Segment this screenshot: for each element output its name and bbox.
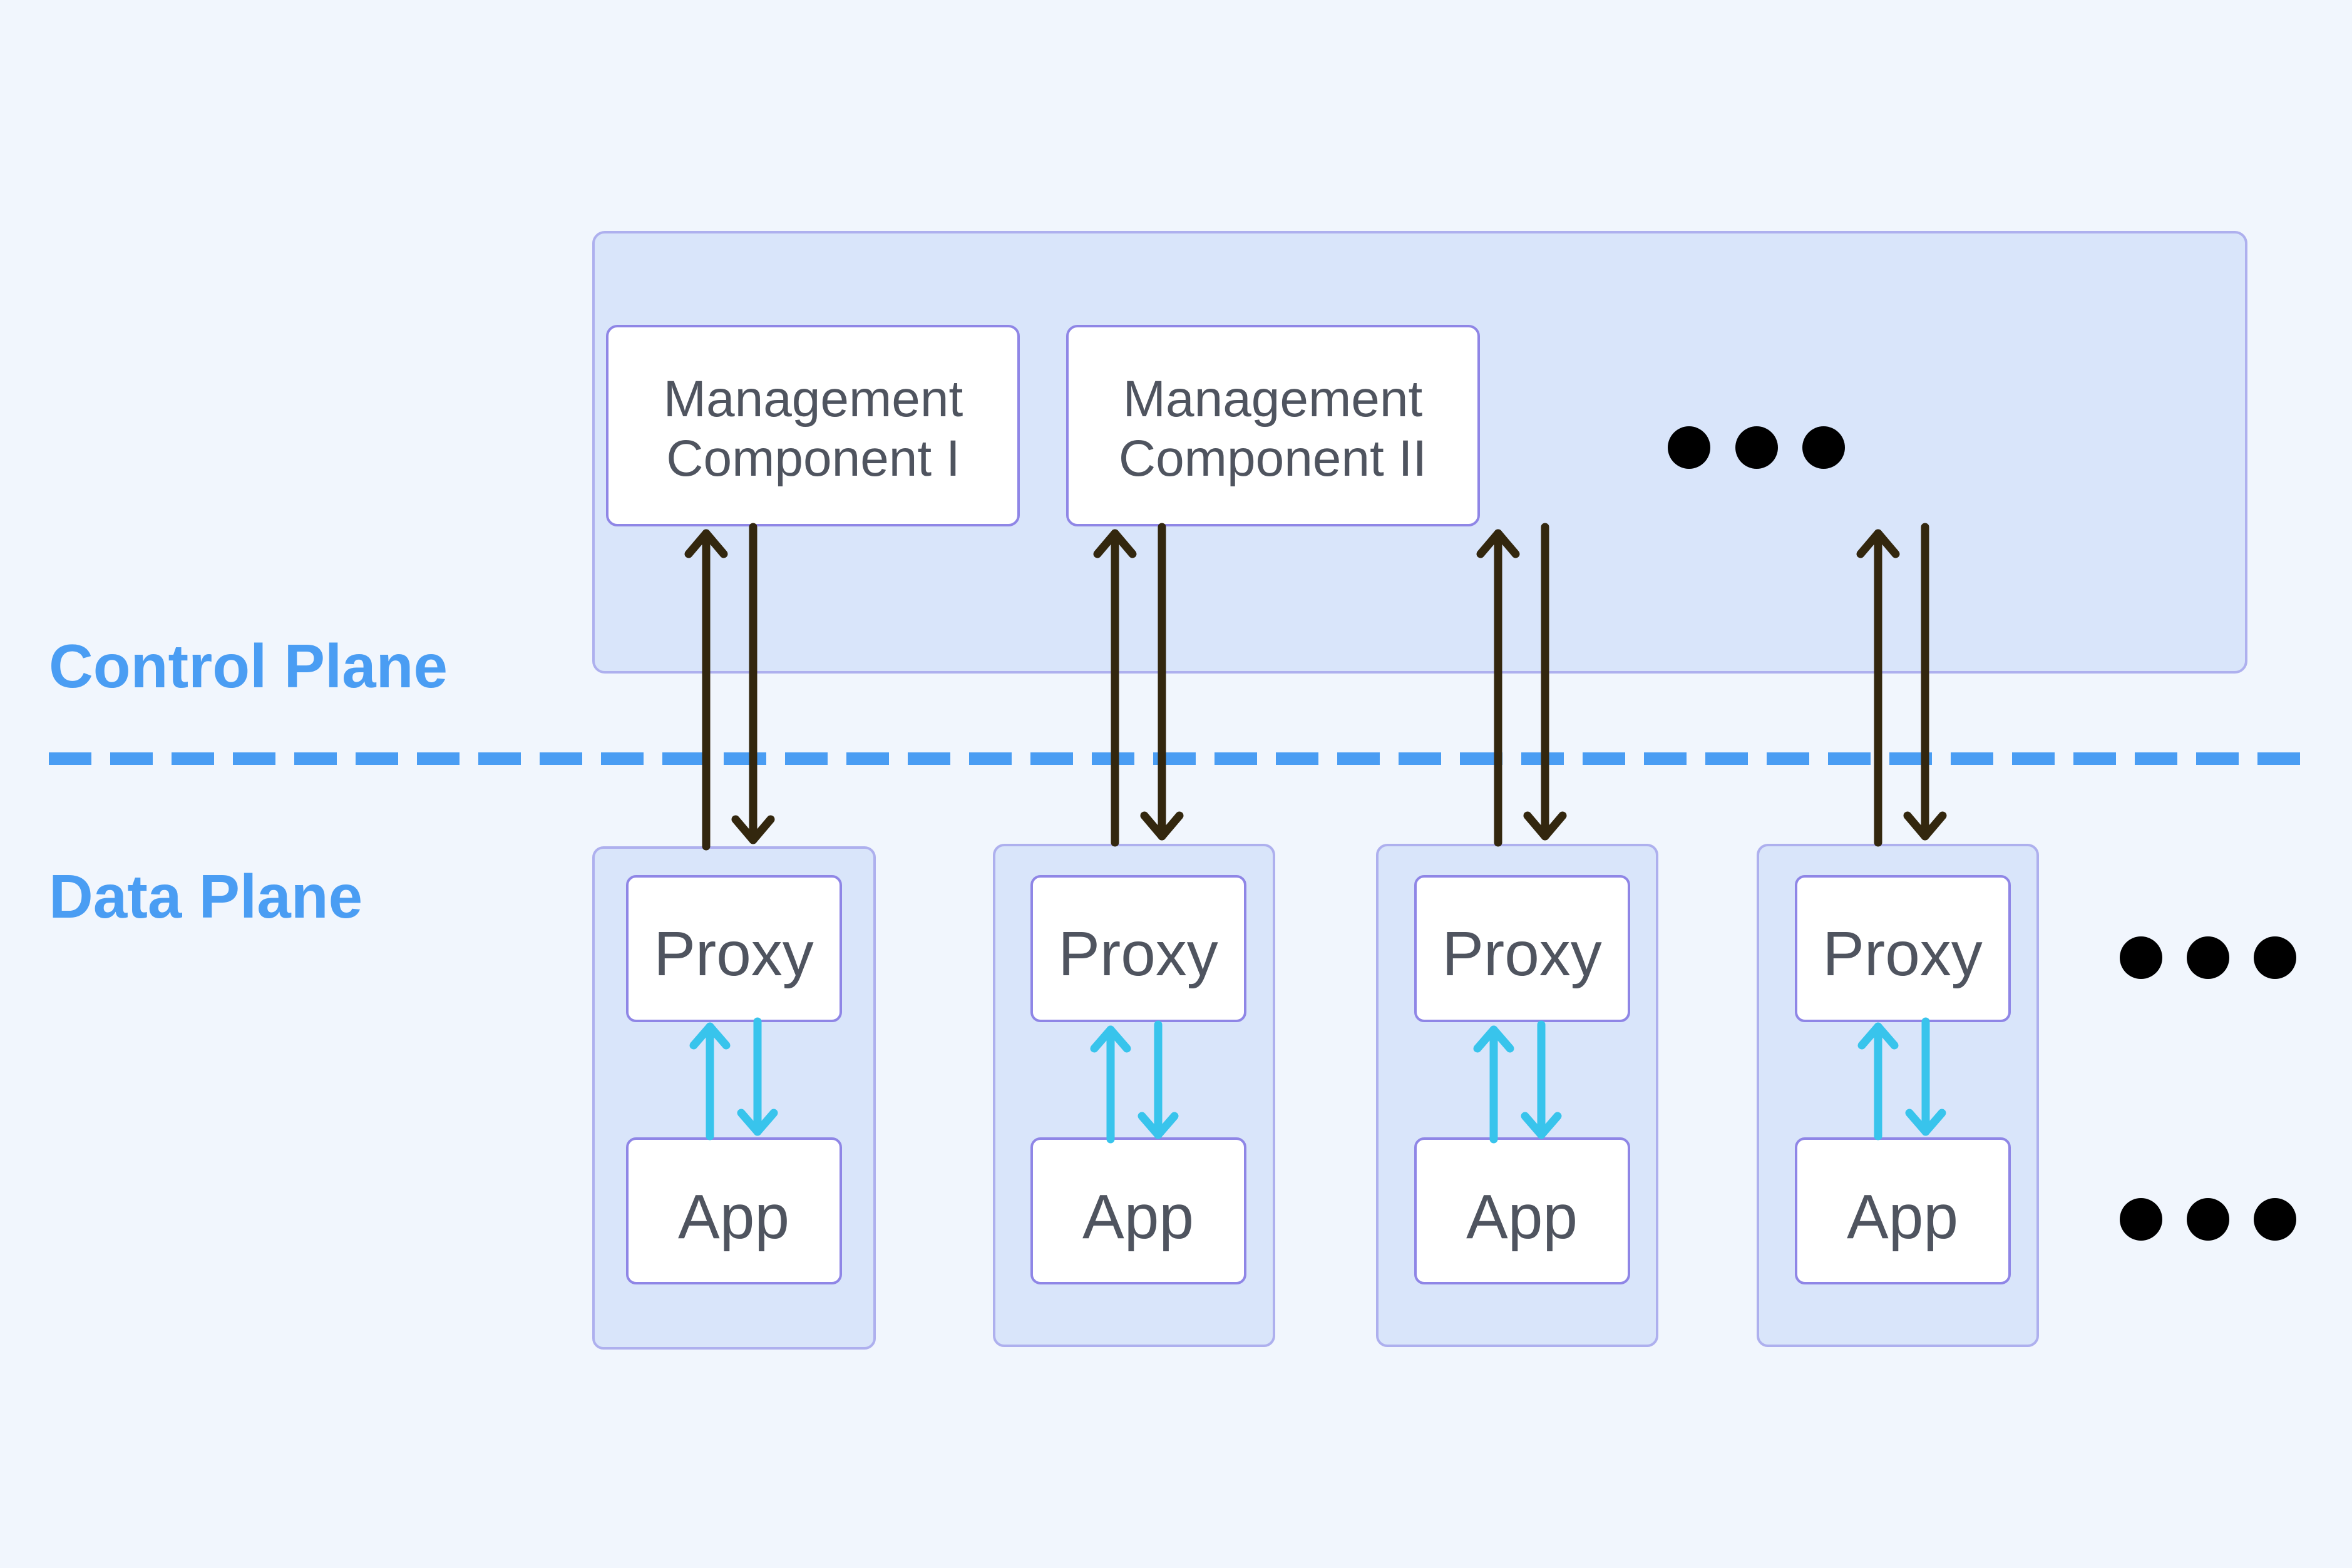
double-arrow-icon	[1857, 1017, 1946, 1140]
double-arrow-icon	[684, 523, 775, 851]
app-box	[1030, 1137, 1246, 1284]
app-box	[1795, 1137, 2011, 1284]
proxy-box	[1795, 875, 2011, 1022]
proxy-label: Proxy	[1822, 919, 1983, 989]
double-arrow-icon	[1090, 1020, 1179, 1144]
app-label: App	[1082, 1182, 1194, 1252]
proxy-box	[1030, 875, 1246, 1022]
pod-3: Proxy App	[1376, 844, 1658, 1347]
app-box	[1414, 1137, 1630, 1284]
double-arrow-icon	[1856, 523, 1947, 847]
data-plane-label: Data Plane	[49, 862, 362, 931]
double-arrow-icon	[689, 1017, 778, 1140]
double-arrow-icon	[1093, 523, 1184, 847]
proxy-box	[626, 875, 842, 1022]
management-component-1-line2: Component I	[666, 430, 960, 487]
app-label: App	[1466, 1182, 1578, 1252]
double-arrow-icon	[1473, 1020, 1562, 1144]
proxy-label: Proxy	[1442, 919, 1602, 989]
proxy-label: Proxy	[654, 919, 814, 989]
ellipsis-icon	[2120, 1198, 2296, 1241]
pod-2: Proxy App	[993, 844, 1275, 1347]
proxy-label: Proxy	[1058, 919, 1218, 989]
ellipsis-icon	[1668, 426, 1845, 469]
app-box	[626, 1137, 842, 1284]
management-component-1-line1: Management	[664, 371, 963, 428]
ellipsis-icon	[2120, 936, 2296, 979]
pod-1: Proxy App	[592, 846, 876, 1350]
management-component-1: Management Component I	[606, 325, 1020, 526]
control-plane-label: Control Plane	[49, 632, 448, 700]
app-label: App	[1847, 1182, 1958, 1252]
pod-4: Proxy App	[1757, 844, 2039, 1347]
proxy-box	[1414, 875, 1630, 1022]
management-component-2: Management Component II	[1066, 325, 1480, 526]
management-component-2-line2: Component II	[1119, 430, 1427, 487]
app-label: App	[678, 1182, 789, 1252]
management-component-2-line1: Management	[1123, 371, 1423, 428]
double-arrow-icon	[1476, 523, 1567, 847]
